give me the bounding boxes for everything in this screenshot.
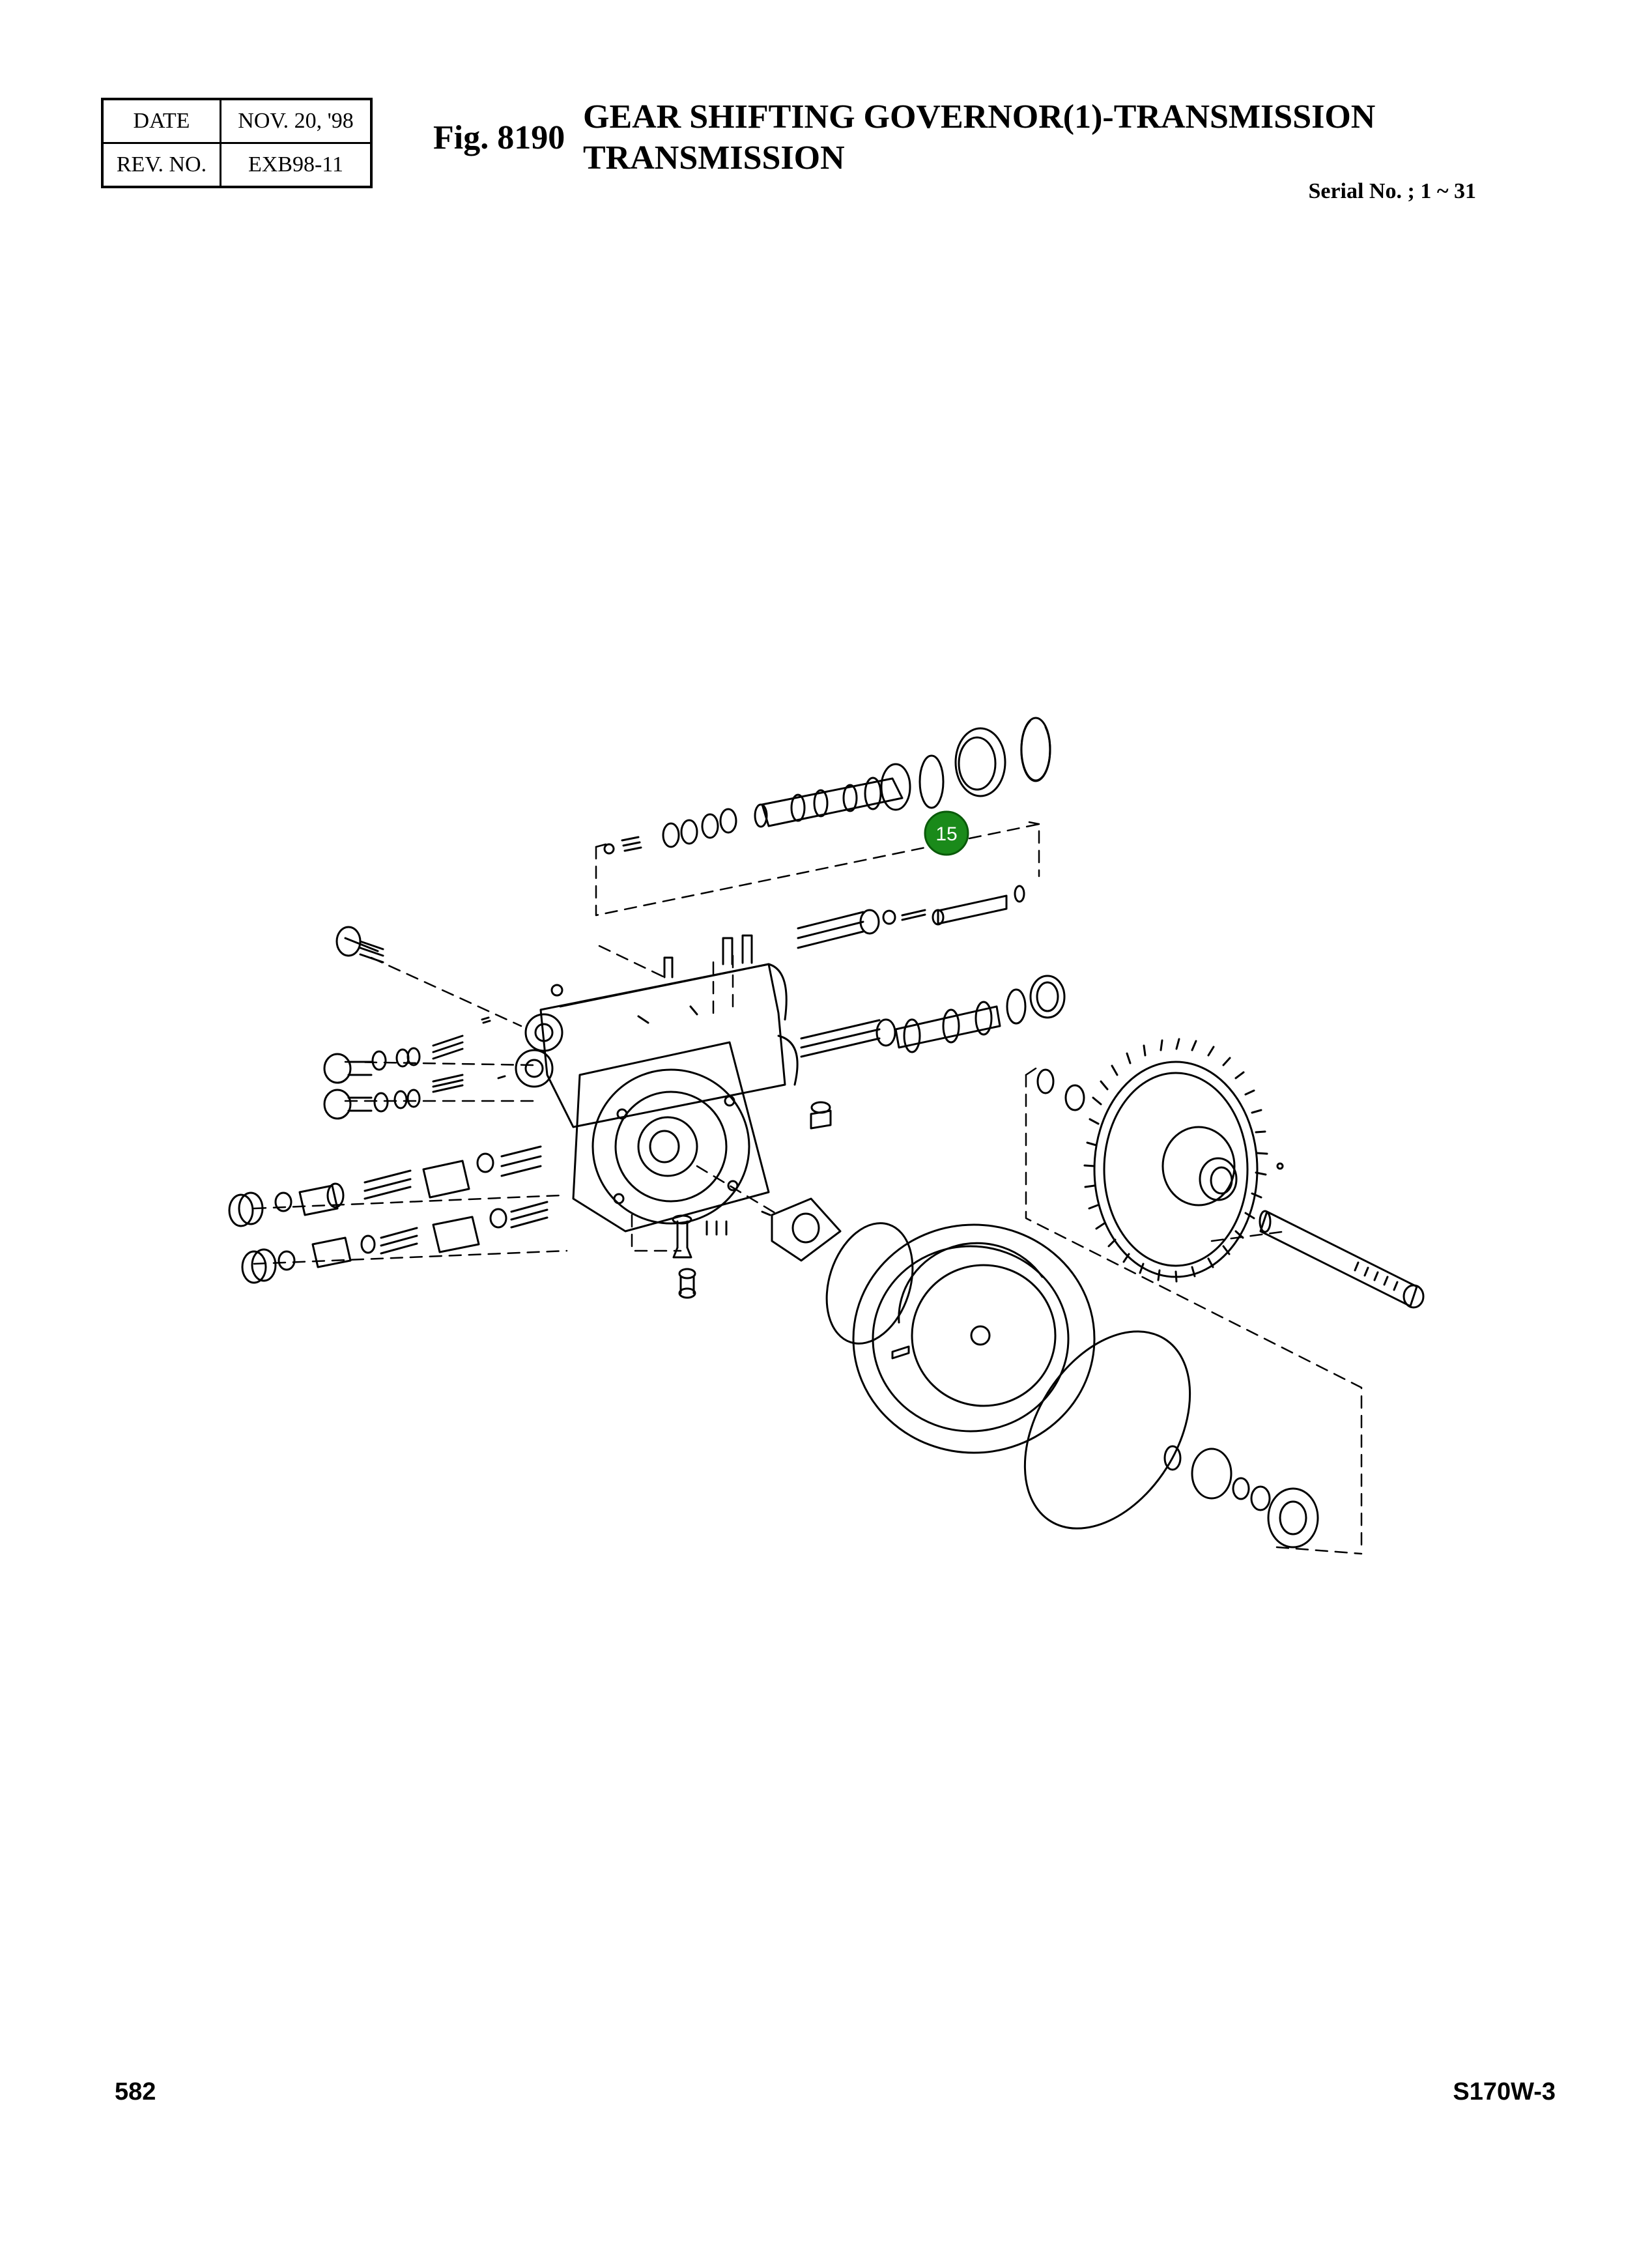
callout-circle[interactable] [925, 812, 968, 855]
serial-number: Serial No. ; 1 ~ 31 [1308, 179, 1476, 203]
revision-table: DATE NOV. 20, '98 REV. NO. EXB98-11 [101, 98, 373, 188]
model-number: S170W-3 [1453, 2078, 1556, 2105]
rev-value: EXB98-11 [220, 142, 373, 188]
rev-label: REV. NO. [101, 142, 221, 188]
output-gear-assembly [1038, 1039, 1423, 1307]
governor-spool-assembly [605, 718, 1050, 853]
date-value: NOV. 20, '98 [220, 98, 373, 144]
rev-row: REV. NO. EXB98-11 [101, 142, 373, 188]
flange-housing [573, 1042, 769, 1231]
left-side-parts [229, 927, 831, 1298]
page-title: GEAR SHIFTING GOVERNOR(1)-TRANSMISSION [583, 98, 1376, 136]
figure-number: Fig. 8190 [433, 119, 565, 156]
callout-label: 15 [935, 823, 957, 845]
date-row: DATE NOV. 20, '98 [101, 98, 373, 144]
fastener-bolts [673, 1216, 691, 1257]
valve-spool-row [798, 886, 1064, 1057]
date-label: DATE [101, 98, 221, 144]
page-number: 582 [115, 2078, 156, 2105]
page-subtitle: TRANSMISSION [583, 139, 845, 177]
cover-plate-assembly [762, 1199, 1318, 1558]
assembly-guide-lines [254, 822, 1361, 1554]
valve-housing [516, 935, 797, 1127]
callout-badge[interactable] [925, 812, 968, 855]
